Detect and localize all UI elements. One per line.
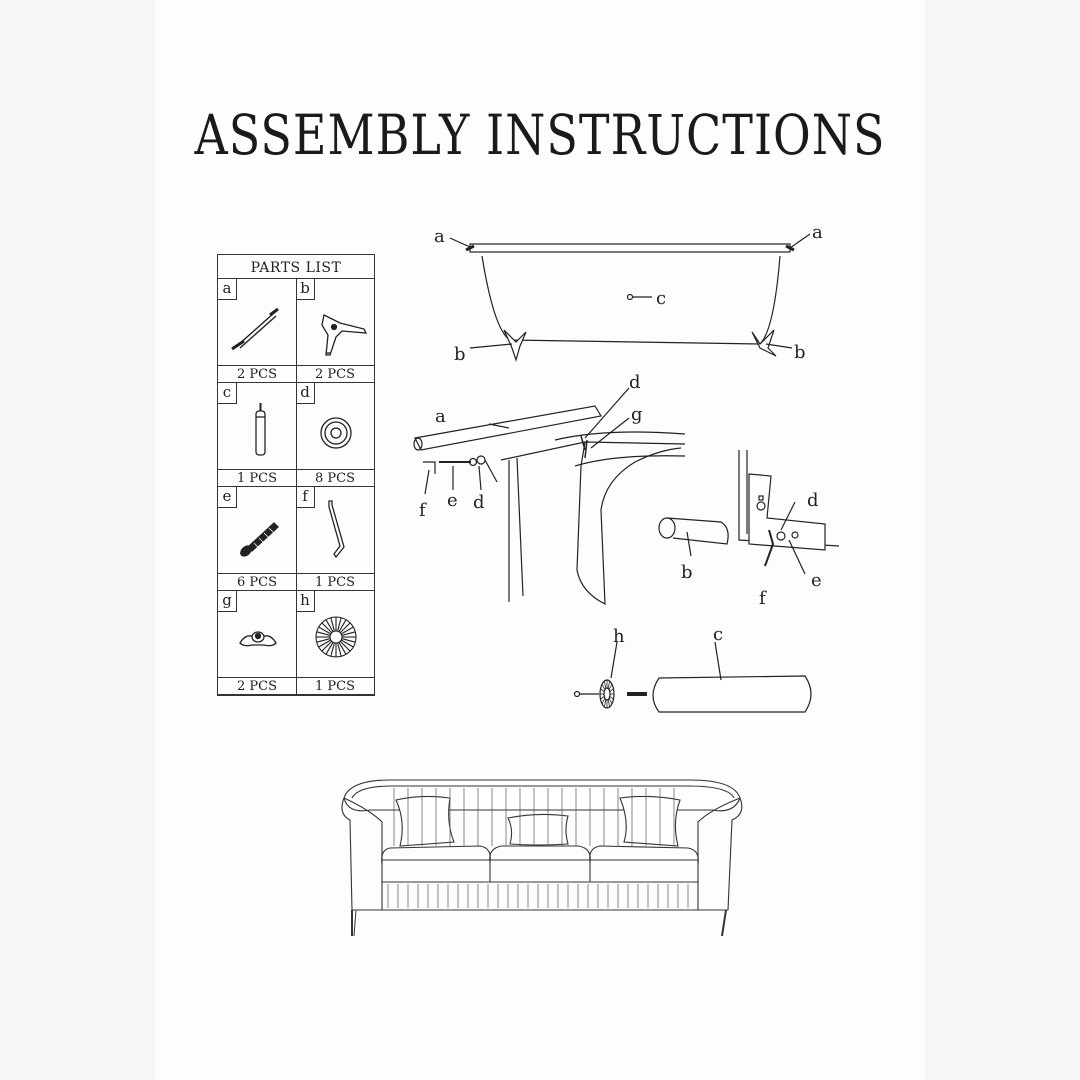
part-cell-b: b 2 PCS [296,279,374,383]
part-letter: h [296,591,315,612]
washer-icon [320,417,352,449]
arm-rail-diagram: a d g f e d [413,372,686,605]
part-cell-c: c 1 PCS [218,383,296,487]
label-c: c [713,624,723,645]
label-f: f [759,588,767,609]
bolt-icon [240,522,279,557]
label-e: e [811,570,822,591]
part-letter: f [296,487,315,508]
label-c: c [656,288,666,309]
part-letter: d [296,383,315,404]
part-cell-g: g 2 PCS [218,591,296,695]
part-cell-h: h 1 PCS [296,591,374,695]
label-h: h [613,626,625,647]
label-b: b [794,342,806,363]
part-cell-f: f 1 PCS [296,487,374,591]
label-a: a [812,222,823,243]
label-b: b [681,562,693,583]
bolster-assembly-diagram: h c [573,624,812,713]
label-a: a [435,406,446,427]
part-cell-e: e 6 PCS [218,487,296,591]
part-quantity: 6 PCS [218,573,296,591]
wing-nut-icon [239,631,277,647]
parts-list-table: PARTS LIST a 2 PCS b 2 PCS [217,254,375,696]
allen-key-icon [328,500,345,559]
part-cell-a: a 2 PCS [218,279,296,383]
part-quantity: 1 PCS [296,573,374,591]
part-letter: a [218,279,237,300]
bolster-icon [255,403,266,456]
label-g: g [631,404,643,425]
label-d: d [473,492,485,513]
part-letter: c [218,383,237,404]
part-quantity: 8 PCS [296,469,374,487]
label-d: d [629,372,641,393]
parts-list-header: PARTS LIST [218,255,374,279]
label-b: b [454,344,466,365]
label-e: e [447,490,458,511]
part-letter: g [218,591,237,612]
part-quantity: 1 PCS [296,677,374,695]
label-d: d [807,490,819,511]
label-f: f [419,500,427,521]
parts-list-divider [296,279,297,695]
part-letter: e [218,487,237,508]
part-quantity: 2 PCS [296,365,374,383]
frame-overview-diagram: a a c b b [434,222,823,365]
rail-icon [231,307,279,351]
page-title: ASSEMBLY INSTRUCTIONS [194,102,886,168]
rosette-icon [315,616,357,658]
leg-icon [321,314,368,356]
part-letter: b [296,279,315,300]
label-a: a [434,226,445,247]
part-quantity: 1 PCS [218,469,296,487]
part-quantity: 2 PCS [218,365,296,383]
leg-attachment-diagram: d e f b [658,450,840,609]
sofa-illustration [341,779,743,937]
part-cell-d: d 8 PCS [296,383,374,487]
part-quantity: 2 PCS [218,677,296,695]
